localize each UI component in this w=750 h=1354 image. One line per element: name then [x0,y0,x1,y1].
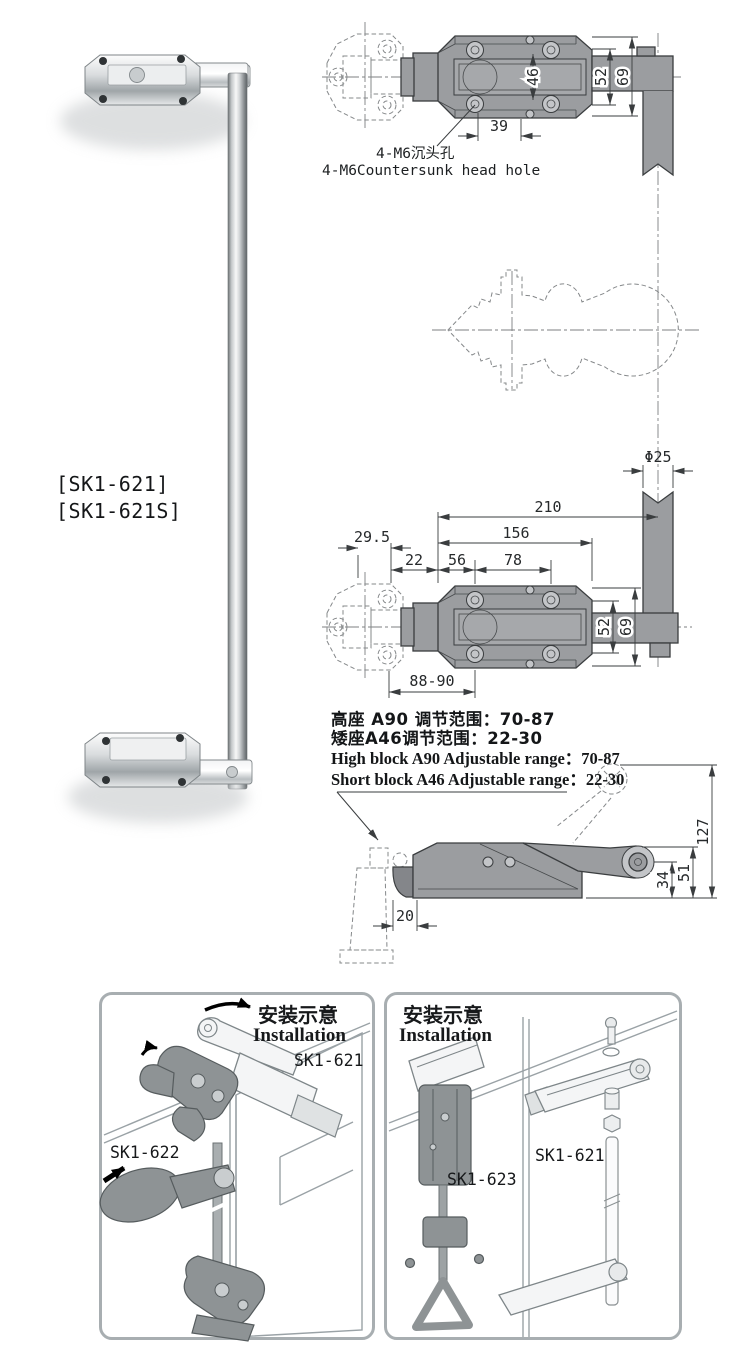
dim-51: 51 [642,846,698,898]
sk1-623-illustration [404,1036,485,1331]
dim-52-2: 52 [592,600,619,654]
phantom-top-view: Φ25 [432,269,702,617]
svg-text:20: 20 [396,907,414,925]
hole-note-en: 4-M6Countersunk head hole [322,163,540,179]
adjustable-range-notes: 高座 A90 调节范围：70-87 矮座A46调节范围：22-30 High b… [331,710,747,790]
dim-46: 46 [522,54,545,100]
svg-text:69: 69 [614,68,632,86]
label-sk1-621: SK1-621 [535,1146,605,1165]
photo-bottom-latch [68,732,253,823]
svg-text:22: 22 [405,551,423,569]
label-sk1-621: SK1-621 [294,1051,364,1070]
install-title-cn: 安装示意 [403,1003,483,1027]
photo-rod [227,72,248,790]
install-title-cn: 安装示意 [258,1003,338,1027]
svg-text:56: 56 [448,551,466,569]
note-en-high: High block A90 Adjustable range：70-87 [331,749,620,768]
product-photo [60,54,253,823]
model-labels: [SK1-621] [SK1-621S] [56,471,181,525]
svg-text:156: 156 [502,524,529,542]
sk1-621-exploded [498,1016,651,1316]
dim-29-5: 29.5 [338,528,411,578]
note-en-short: Short block A46 Adjustable range：22-30 [331,770,625,789]
dim-78: 78 [475,551,552,584]
technical-drawings: 46 52 69 39 4-M6沉头孔 4-M6Counters [322,22,717,964]
dim-56: 56 [438,551,476,584]
hole-note-cn: 4-M6沉头孔 [376,145,455,162]
push-arrow [102,1165,126,1184]
svg-text:Φ25: Φ25 [644,448,671,466]
dim-22: 22 [390,543,438,583]
rod-section [642,91,674,177]
lower-clamp-illustration [183,1255,265,1342]
svg-text:210: 210 [534,498,561,516]
dim-dia25: Φ25 [623,448,693,488]
dim-34: 34 [652,861,677,898]
note-cn-high: 高座 A90 调节范围：70-87 [331,710,555,729]
dim-88-90: 88-90 [388,670,476,698]
dim-20: 20 [373,900,437,931]
top-plan-view: 46 52 69 39 4-M6沉头孔 4-M6Counters [322,22,682,179]
side-view: 127 51 34 20 [336,763,717,964]
latch-illustration [197,1017,343,1138]
svg-text:127: 127 [694,818,712,845]
dim-127: 127 [586,764,717,899]
phantom-open-handle [339,763,628,964]
label-sk1-622: SK1-622 [110,1143,180,1162]
phantom-handle-outline [447,269,679,391]
install-title-en: Installation [399,1025,492,1046]
triangle-handle [412,1277,473,1331]
svg-text:78: 78 [504,551,522,569]
dim-39: 39 [458,113,541,141]
dim-52: 52 [590,48,616,106]
rotate-arrow [204,997,251,1012]
svg-text:51: 51 [675,864,693,882]
dim-69: 69 [592,36,638,117]
installation-box-right: 安装示意 Installation SK1-621 SK1-623 [384,992,682,1340]
install-title-en: Installation [253,1025,346,1046]
model-label-2: [SK1-621S] [56,499,182,523]
shadow [60,92,244,150]
svg-text:46: 46 [524,68,542,86]
model-label-1: [SK1-621] [56,472,169,496]
countersunk-note: 4-M6沉头孔 4-M6Countersunk head hole [322,104,540,179]
svg-text:69: 69 [617,618,635,636]
clamp-illustration [139,1045,239,1142]
photo-top-latch [60,54,251,150]
rod-section-2 [642,490,674,617]
note-cn-short: 矮座A46调节范围：22-30 [331,729,543,748]
svg-text:52: 52 [595,618,613,636]
svg-text:39: 39 [490,117,508,135]
svg-text:88-90: 88-90 [409,672,454,690]
svg-text:52: 52 [592,68,610,86]
bottom-plan-view: 210 156 56 78 22 [322,498,692,698]
dim-69-2: 69 [592,587,641,667]
handle-illustration [99,1164,236,1223]
small-arrow [140,1040,158,1056]
svg-text:29.5: 29.5 [354,528,390,546]
dim-156: 156 [438,524,593,581]
latch-nose [392,866,414,898]
svg-text:34: 34 [654,871,672,889]
label-sk1-623: SK1-623 [447,1170,517,1189]
installation-box-left: 安装示意 Installation SK1-621 SK1-622 [99,992,375,1342]
